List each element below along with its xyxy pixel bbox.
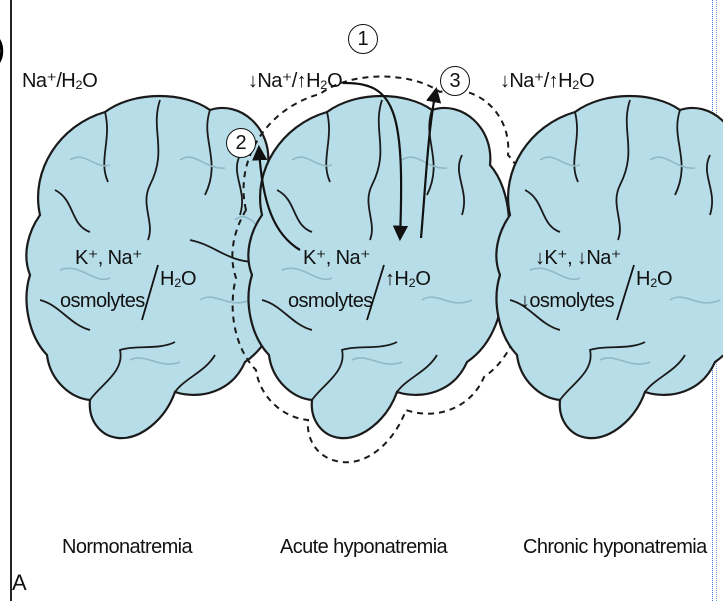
label-normo-ratio: Na⁺/H₂O: [22, 68, 97, 93]
normo-water: H₂O: [160, 268, 196, 291]
panel-letter: A: [12, 570, 27, 596]
caption-acute-hyponatremia: Acute hyponatremia: [280, 536, 447, 559]
normo-ions: K⁺, Na⁺: [75, 245, 142, 270]
caption-chronic-hyponatremia: Chronic hyponatremia: [523, 536, 707, 559]
label-acute-ratio: ↓Na⁺/↑H₂O: [248, 68, 342, 93]
step-1-marker: 1: [348, 24, 378, 54]
acute-ions: K⁺, Na⁺: [303, 245, 370, 270]
acute-osmolytes: osmolytes: [288, 290, 373, 313]
chronic-osmolytes: ↓osmolytes: [520, 290, 614, 313]
brain-icon-acute: [232, 77, 530, 463]
normo-osmolytes: osmolytes: [60, 290, 145, 313]
caption-normonatremia: Normonatremia: [62, 536, 192, 559]
step-2-marker: 2: [226, 128, 256, 158]
acute-water: ↑H₂O: [385, 268, 430, 291]
chronic-ions: ↓K⁺, ↓Na⁺: [535, 245, 621, 270]
label-chronic-ratio: ↓Na⁺/↑H₂O: [500, 68, 594, 93]
step-3-marker: 3: [440, 66, 470, 96]
chronic-water: H₂O: [636, 268, 672, 291]
